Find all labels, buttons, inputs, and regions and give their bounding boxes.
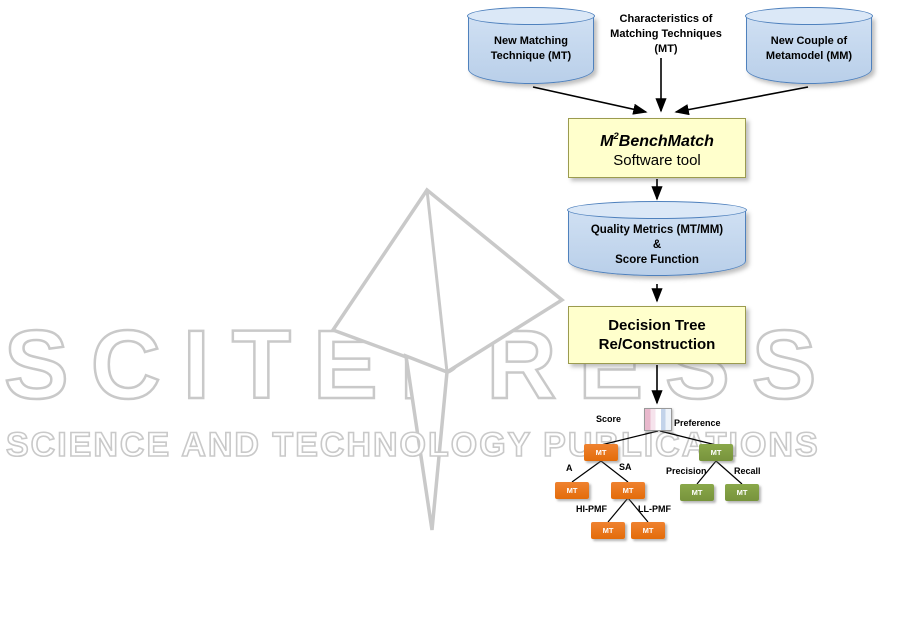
tool-title-m: M xyxy=(600,132,614,150)
characteristics-line1: Characteristics of xyxy=(619,13,713,25)
tree-node-recall: MT xyxy=(725,484,759,501)
branch-label-score: Score xyxy=(596,414,622,424)
plane-tail-outline xyxy=(403,353,449,531)
decision-tree-box: Decision Tree Re/Construction xyxy=(568,306,746,364)
edge-score-sa xyxy=(600,460,629,483)
branch-label-a: A xyxy=(566,463,573,473)
new-mt-line2: Technique (MT) xyxy=(490,50,572,62)
tree-node-sa: MT xyxy=(611,482,645,499)
node-label: MT xyxy=(602,526,614,535)
branch-label-llpmf: LL-PMF xyxy=(638,504,671,514)
tree-node-hipmf: MT xyxy=(591,522,625,539)
edge-root-preference xyxy=(659,430,717,446)
branch-label-precision: Precision xyxy=(666,466,707,476)
edge-preference-precision xyxy=(696,460,717,485)
tree-root-thumbnail-icon xyxy=(644,408,672,431)
tree-node-llpmf: MT xyxy=(631,522,665,539)
edge-sa-llpmf xyxy=(627,497,649,523)
tree-node-a: MT xyxy=(555,482,589,499)
tree-node-preference-root: MT xyxy=(699,444,733,461)
plane-fold-line xyxy=(425,189,449,373)
branch-label-sa: SA xyxy=(619,462,632,472)
node-label: MT xyxy=(622,486,634,495)
characteristics-line2: Matching Techniques xyxy=(610,28,722,40)
edge-sa-hipmf xyxy=(607,497,629,523)
branch-label-recall: Recall xyxy=(734,466,761,476)
characteristics-label: Characteristics of Matching Techniques (… xyxy=(600,12,732,57)
tool-title-rest: BenchMatch xyxy=(618,132,714,150)
scitepress-tagline-text: SCIENCE AND TECHNOLOGY PUBLICATIONS xyxy=(5,426,820,464)
benchmatch-tool-box: M2BenchMatch Software tool xyxy=(568,118,746,178)
branch-label-preference: Preference xyxy=(674,418,721,428)
metrics-line2: & xyxy=(652,239,662,251)
cylinder-new-couple-metamodel: New Couple of Metamodel (MM) xyxy=(745,7,873,84)
tree-node-score-root: MT xyxy=(584,444,618,461)
node-label: MT xyxy=(566,486,578,495)
node-label: MT xyxy=(642,526,654,535)
tool-title: M2BenchMatch xyxy=(600,127,714,151)
cylinder-quality-metrics: Quality Metrics (MT/MM) & Score Function xyxy=(567,201,747,276)
cylinder-new-matching-technique: New Matching Technique (MT) xyxy=(467,7,595,84)
node-label: MT xyxy=(710,448,722,457)
decision-line2: Re/Construction xyxy=(598,336,716,353)
edge-score-a xyxy=(571,460,602,483)
characteristics-line3: (MT) xyxy=(654,43,678,55)
node-label: MT xyxy=(595,448,607,457)
edge-root-score xyxy=(600,430,659,446)
new-mt-line1: New Matching xyxy=(494,35,568,47)
node-label: MT xyxy=(736,488,748,497)
new-mm-line2: Metamodel (MM) xyxy=(765,50,853,62)
arrow-new-mt-to-tool xyxy=(532,86,648,115)
tool-title-sup: 2 xyxy=(613,130,619,142)
edge-preference-recall xyxy=(715,460,743,485)
tree-node-precision: MT xyxy=(680,484,714,501)
branch-label-hipmf: HI-PMF xyxy=(576,504,607,514)
metrics-line1: Quality Metrics (MT/MM) xyxy=(590,224,724,236)
tool-subtitle: Software tool xyxy=(613,151,701,169)
new-mm-line1: New Couple of xyxy=(770,35,848,47)
arrow-new-mm-to-tool xyxy=(674,86,809,116)
node-label: MT xyxy=(691,488,703,497)
decision-line1: Decision Tree xyxy=(608,317,706,334)
metrics-line3: Score Function xyxy=(615,254,699,266)
